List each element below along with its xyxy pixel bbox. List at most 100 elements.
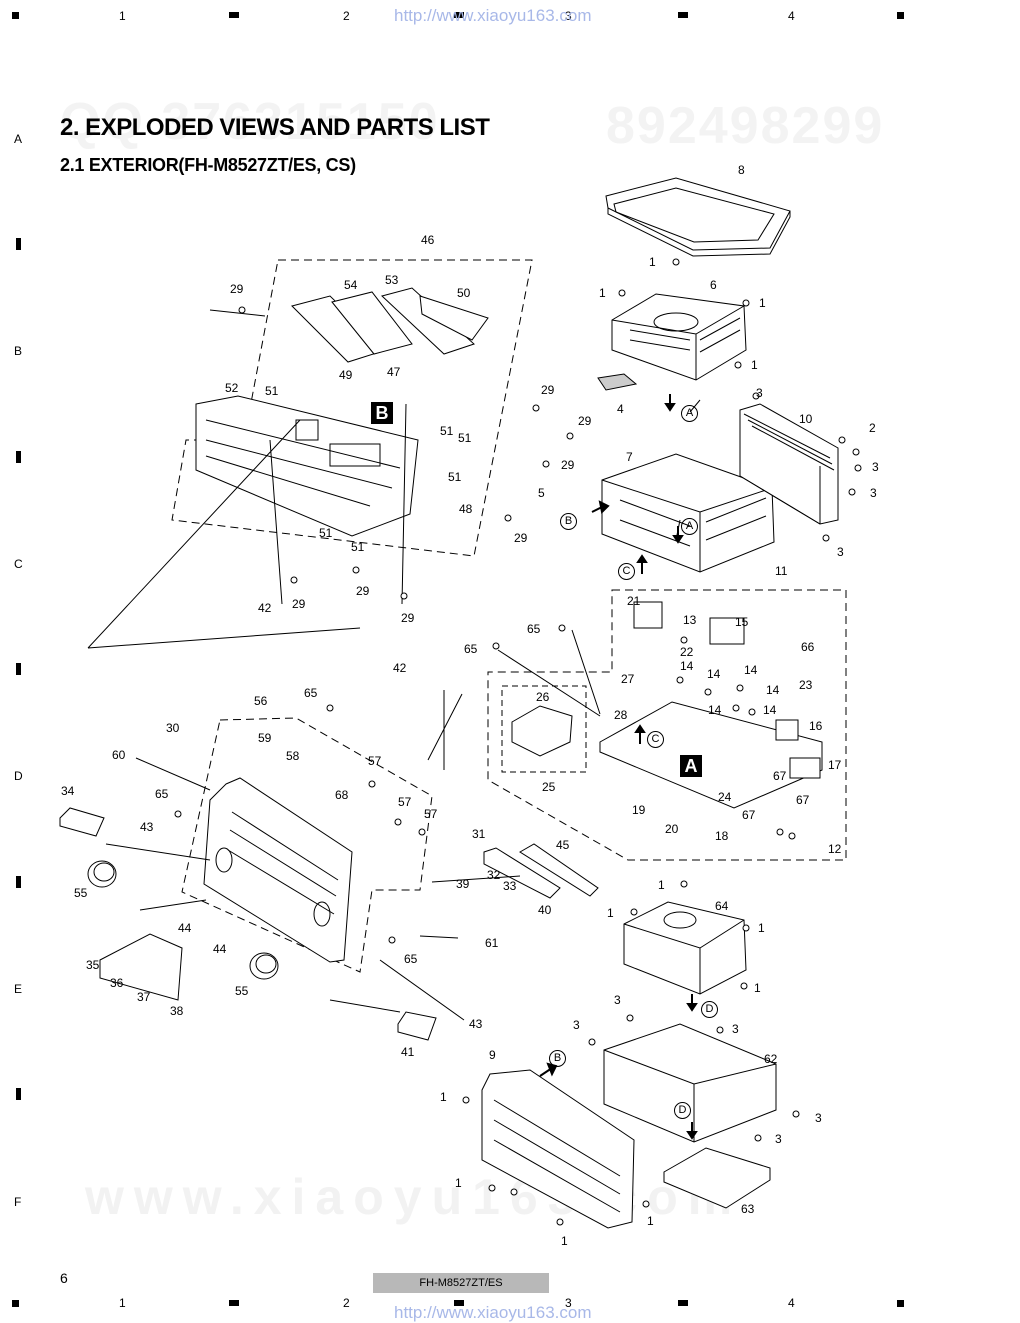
registration-mark <box>12 1300 19 1307</box>
part-number-label: 33 <box>503 879 517 893</box>
part-display-assembly <box>291 287 489 363</box>
part-number-label: 26 <box>536 690 550 704</box>
part-front-panel <box>195 395 419 537</box>
part-number-label: 30 <box>166 721 180 735</box>
page-number: 6 <box>60 1270 68 1286</box>
part-number-label: 23 <box>799 678 813 692</box>
part-number-label: 55 <box>235 984 249 998</box>
part-number-label: 3 <box>872 460 879 474</box>
part-number-label: 57 <box>398 795 412 809</box>
part-mechanism-top <box>597 293 747 391</box>
part-number-label: 60 <box>112 748 126 762</box>
part-number-label: 3 <box>837 545 844 559</box>
part-number-label: 1 <box>751 358 758 372</box>
registration-mark <box>12 12 19 19</box>
part-button-strip-31 <box>483 847 561 899</box>
part-top-cover <box>605 177 791 257</box>
part-number-label: 10 <box>799 412 813 426</box>
part-number-label: 29 <box>578 414 592 428</box>
watermark-top-left: QQ 376315150 <box>60 93 440 151</box>
row-mark <box>16 663 21 675</box>
col-mark <box>678 12 688 18</box>
circle-marker: C <box>647 731 664 748</box>
group-outline-25 <box>501 685 587 773</box>
part-button-strip <box>99 933 183 1001</box>
circle-marker: A <box>681 405 698 422</box>
circle-marker: C <box>618 563 635 580</box>
part-number-label: 44 <box>213 942 227 956</box>
row-label: D <box>14 769 23 783</box>
part-number-label: 56 <box>254 694 268 708</box>
circle-marker: A <box>681 518 698 535</box>
circle-marker: D <box>701 1001 718 1018</box>
part-number-label: 1 <box>758 921 765 935</box>
part-number-label: 5 <box>538 486 545 500</box>
row-mark <box>16 238 21 250</box>
registration-mark <box>897 12 904 19</box>
part-number-label: 1 <box>759 296 766 310</box>
part-number-label: 65 <box>304 686 318 700</box>
part-number-label: 1 <box>455 1176 462 1190</box>
part-number-label: 16 <box>809 719 823 733</box>
part-number-label: 8 <box>738 163 745 177</box>
col-mark <box>678 1300 688 1306</box>
part-number-label: 29 <box>401 611 415 625</box>
part-number-label: 68 <box>335 788 349 802</box>
header-url-link[interactable]: http://www.xiaoyu163.com <box>394 6 592 25</box>
registration-mark <box>897 1300 904 1307</box>
col-label: 2 <box>343 1296 350 1310</box>
part-number-label: 31 <box>472 827 486 841</box>
row-label: F <box>14 1195 22 1209</box>
part-number-label: 14 <box>707 667 721 681</box>
part-number-label: 66 <box>801 640 815 654</box>
part-number-label: 34 <box>61 784 75 798</box>
part-number-label: 3 <box>732 1022 739 1036</box>
part-number-label: 32 <box>487 868 501 882</box>
part-number-label: 1 <box>599 286 606 300</box>
group-outline-56 <box>181 717 433 973</box>
part-number-label: 45 <box>556 838 570 852</box>
part-number-label: 36 <box>110 976 124 990</box>
part-number-label: 51 <box>440 424 454 438</box>
part-number-label: 21 <box>627 594 641 608</box>
part-number-label: 42 <box>393 661 407 675</box>
part-number-label: 9 <box>489 1048 496 1062</box>
part-lower-chassis <box>603 1023 777 1143</box>
part-number-label: 3 <box>614 993 621 1007</box>
col-label: 4 <box>788 9 795 23</box>
part-number-label: 63 <box>741 1202 755 1216</box>
part-main-pcb <box>599 601 823 809</box>
col-mark <box>229 12 239 18</box>
col-mark <box>454 1300 464 1306</box>
part-number-label: 54 <box>344 278 358 292</box>
part-number-label: 11 <box>775 564 788 578</box>
col-label: 4 <box>788 1296 795 1310</box>
part-number-label: 1 <box>647 1214 654 1228</box>
part-number-label: 49 <box>339 368 353 382</box>
part-number-label: 65 <box>155 787 169 801</box>
part-number-label: 64 <box>715 899 729 913</box>
part-number-label: 29 <box>561 458 575 472</box>
footer-url-link[interactable]: http://www.xiaoyu163.com <box>394 1303 592 1322</box>
part-number-label: 55 <box>74 886 88 900</box>
row-label: B <box>14 344 23 358</box>
part-number-label: 1 <box>649 255 656 269</box>
part-mechanism-bottom <box>623 901 747 995</box>
row-label: E <box>14 982 23 996</box>
col-mark <box>454 12 464 18</box>
leader-lines <box>87 309 701 1021</box>
part-number-label: 67 <box>796 793 810 807</box>
page-title: 2. EXPLODED VIEWS AND PARTS LIST <box>60 114 490 141</box>
part-number-label: 67 <box>742 808 756 822</box>
group-marker-box: B <box>371 402 393 424</box>
row-label: A <box>14 132 23 146</box>
part-number-label: 53 <box>385 273 399 287</box>
part-number-label: 25 <box>542 780 556 794</box>
group-marker-box: A <box>680 755 702 777</box>
part-number-label: 48 <box>459 502 473 516</box>
part-number-label: 29 <box>292 597 306 611</box>
part-number-label: 14 <box>763 703 777 717</box>
part-number-label: 28 <box>614 708 628 722</box>
screw-set <box>174 258 862 1226</box>
part-number-label: 3 <box>573 1018 580 1032</box>
